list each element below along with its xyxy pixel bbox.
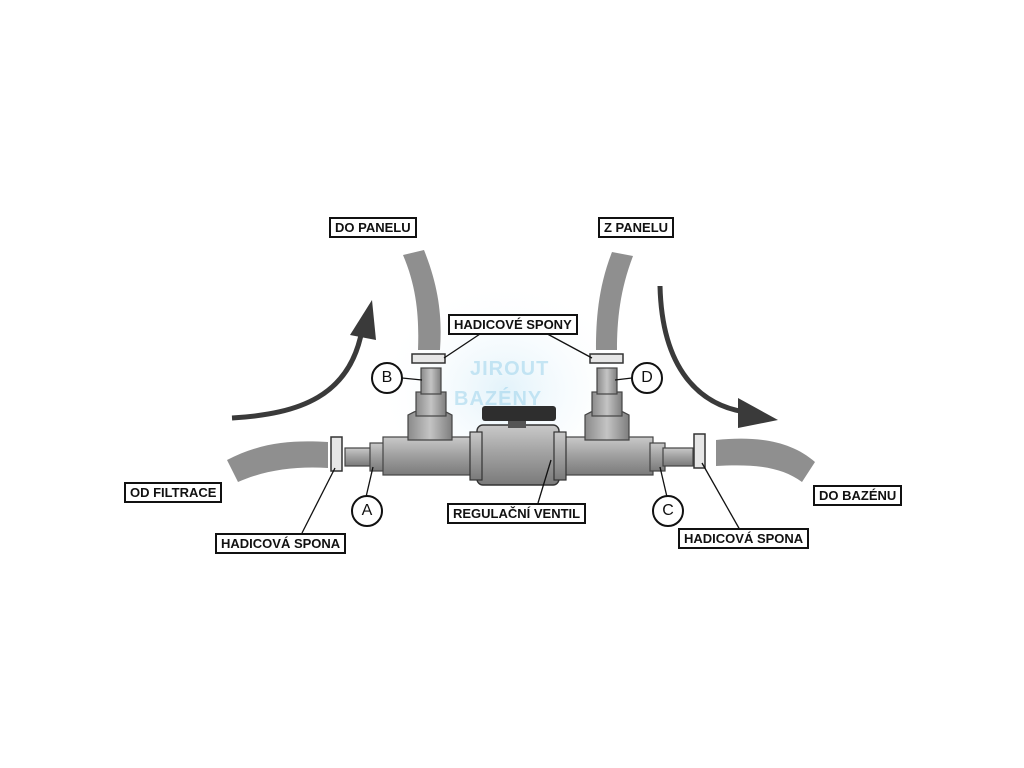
tee-left-spigot	[420, 367, 442, 395]
label-from-panel: Z PANELU	[598, 217, 675, 238]
hose-to-pool	[716, 438, 815, 482]
flow-arrow-to-panel	[231, 329, 365, 421]
leader-d	[614, 377, 633, 381]
tee-left-neck	[415, 391, 447, 417]
label-hose-clamps: HADICOVÉ SPONY	[448, 314, 578, 335]
label-from-filter: OD FILTRACE	[124, 482, 223, 503]
marker-d: D	[631, 362, 663, 394]
hose-from-panel	[596, 252, 633, 350]
flow-arrow-to-panel-head	[350, 300, 376, 340]
leader-c	[659, 466, 668, 498]
label-to-panel: DO PANELU	[329, 217, 417, 238]
valve-handle	[482, 406, 556, 421]
valve-union-left	[469, 431, 483, 481]
watermark-line2: BAZÉNY	[454, 388, 543, 410]
flow-arrow-to-pool	[657, 285, 746, 415]
label-to-pool: DO BAZÉNU	[813, 485, 903, 506]
marker-c: C	[652, 495, 684, 527]
tee-right-neck	[591, 391, 623, 417]
leader-hose-clamp-right	[701, 462, 741, 531]
valve-stem	[508, 418, 526, 428]
marker-b: B	[371, 362, 403, 394]
leader-valve	[537, 459, 552, 504]
marker-a: A	[351, 495, 383, 527]
label-hose-clamp-left: HADICOVÁ SPONA	[215, 533, 347, 554]
leader-a	[365, 466, 374, 498]
watermark-line1: JIROUT	[470, 358, 550, 380]
hose-to-panel	[403, 250, 441, 350]
pipe-right-stub	[662, 447, 694, 467]
flow-arrow-to-pool-head	[738, 398, 778, 428]
hose-clamp-top-right	[589, 353, 624, 364]
hose-from-filter	[227, 441, 328, 482]
hose-clamp-right	[693, 433, 706, 469]
leader-hose-clamp-left	[301, 467, 336, 534]
leader-b	[401, 377, 423, 381]
hose-clamp-left	[330, 436, 343, 472]
label-hose-clamp-right: HADICOVÁ SPONA	[678, 528, 810, 549]
tee-right-spigot	[596, 367, 618, 395]
valve-union-right	[553, 431, 567, 481]
label-regulating-valve: REGULAČNÍ VENTIL	[447, 503, 587, 524]
hose-clamp-top-left	[411, 353, 446, 364]
